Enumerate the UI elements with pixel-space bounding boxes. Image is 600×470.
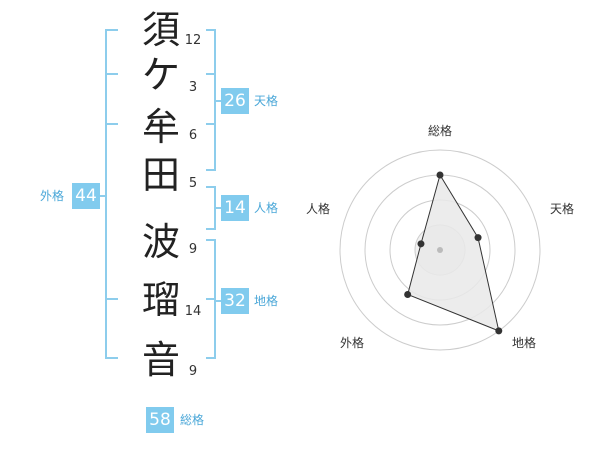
name-char-1: 須 — [141, 8, 180, 52]
gaikaku-bracket — [105, 29, 118, 359]
name-char-6: 瑠 — [141, 278, 180, 322]
tenkaku-badge: 26 — [221, 88, 249, 114]
chikaku-label: 地格 — [254, 294, 279, 308]
jinkaku-badge: 14 — [221, 195, 249, 221]
radar-center-dot — [437, 247, 443, 253]
stroke-count-7: 9 — [188, 364, 198, 379]
radar-axis-label-chikaku: 地格 — [511, 336, 536, 350]
radar-point-2 — [474, 234, 482, 242]
radar-point-4 — [404, 290, 412, 298]
radar-axis-label-gaikaku: 外格 — [339, 336, 364, 350]
radar-point-3 — [495, 327, 503, 335]
radar-axis-label-tenkaku: 天格 — [549, 202, 574, 216]
radar-data-polygon — [407, 173, 500, 332]
jinkaku-label: 人格 — [254, 201, 279, 215]
chikaku-badge: 32 — [221, 288, 249, 314]
stroke-count-6: 14 — [184, 304, 202, 319]
gaikaku-label: 外格 — [40, 189, 65, 203]
radar-axis-label-soukaku: 総格 — [427, 124, 452, 138]
stroke-count-2: 3 — [188, 80, 198, 95]
soukaku-badge: 58 — [146, 407, 174, 433]
stroke-count-4: 5 — [188, 176, 198, 191]
name-char-5: 波 — [141, 220, 180, 264]
name-char-3: 牟 — [141, 105, 180, 149]
radar-axis-label-jinkaku: 人格 — [305, 202, 330, 216]
stroke-count-3: 6 — [188, 128, 198, 143]
name-char-7: 音 — [141, 338, 180, 382]
radar-point-5 — [417, 240, 425, 248]
name-char-4: 田 — [141, 153, 180, 197]
radar-point-1 — [436, 171, 444, 179]
stroke-count-5: 9 — [188, 242, 198, 257]
stroke-count-1: 12 — [184, 33, 202, 48]
soukaku-label: 総格 — [180, 413, 205, 427]
name-char-2: ケ — [141, 53, 180, 97]
gaikaku-badge: 44 — [72, 183, 100, 209]
tenkaku-label: 天格 — [254, 94, 279, 108]
